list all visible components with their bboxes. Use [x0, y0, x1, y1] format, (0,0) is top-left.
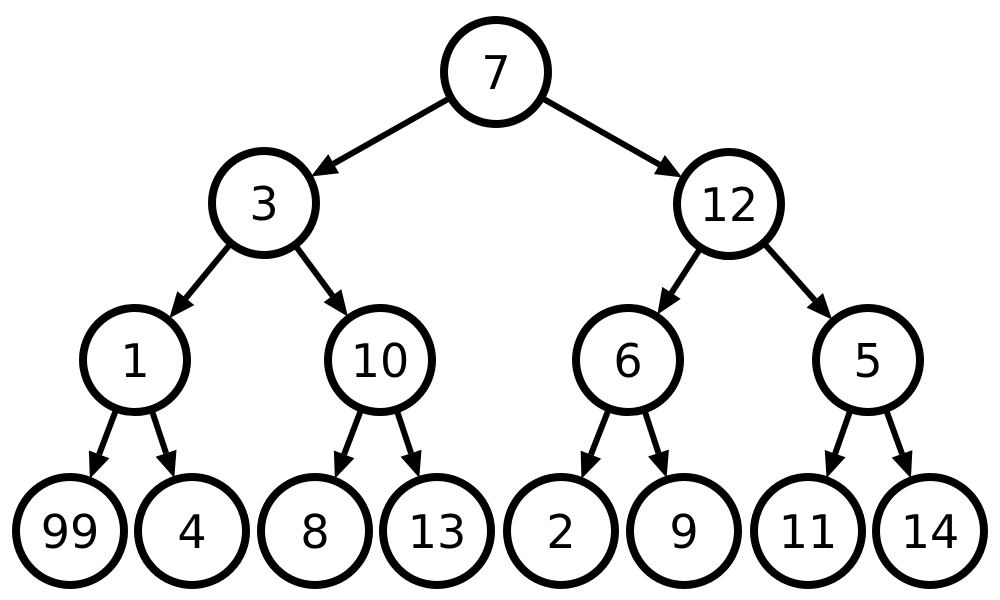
- arrowhead-icon-1-to-99: [88, 450, 110, 479]
- arrowhead-icon-7-to-12: [653, 155, 683, 178]
- node-label-13: 13: [408, 505, 467, 559]
- tree-node-4[interactable]: 4: [134, 473, 250, 589]
- node-label-6: 6: [613, 334, 642, 388]
- node-label-11: 11: [779, 505, 838, 559]
- tree-edge-5-to-14: [883, 409, 905, 455]
- tree-node-10[interactable]: 10: [324, 304, 436, 416]
- tree-edge-10-to-13: [394, 410, 414, 455]
- tree-node-13[interactable]: 13: [379, 473, 495, 589]
- arrowhead-icon-12-to-6: [657, 286, 681, 315]
- tree-node-9[interactable]: 9: [626, 473, 742, 589]
- node-circle-11: [750, 473, 866, 589]
- arrowhead-icon-5-to-14: [891, 450, 913, 479]
- tree-edge-1-to-99: [96, 409, 119, 456]
- arrowhead-icon-3-to-10: [323, 289, 348, 317]
- node-label-3: 3: [249, 177, 278, 231]
- tree-node-8[interactable]: 8: [257, 473, 373, 589]
- arrowhead-icon-10-to-13: [400, 449, 422, 478]
- node-circle-99: [12, 473, 128, 589]
- tree-node-3[interactable]: 3: [208, 147, 320, 259]
- node-circle-1: [79, 304, 191, 416]
- node-label-2: 2: [546, 505, 575, 559]
- tree-edge-6-to-9: [641, 410, 662, 455]
- node-circle-9: [626, 473, 742, 589]
- node-label-4: 4: [177, 505, 206, 559]
- node-circle-14: [872, 473, 988, 589]
- node-label-10: 10: [351, 334, 410, 388]
- tree-node-6[interactable]: 6: [572, 304, 684, 416]
- arrowhead-icon-3-to-1: [169, 291, 195, 319]
- node-circle-10: [324, 304, 436, 416]
- node-circle-7: [440, 16, 552, 128]
- node-label-5: 5: [853, 334, 882, 388]
- node-label-9: 9: [669, 505, 698, 559]
- node-circle-13: [379, 473, 495, 589]
- tree-node-1[interactable]: 1: [79, 304, 191, 416]
- node-label-1: 1: [120, 334, 149, 388]
- node-circle-6: [572, 304, 684, 416]
- arrowhead-icon-6-to-2: [580, 450, 602, 479]
- node-circle-4: [134, 473, 250, 589]
- arrowhead-icon-10-to-8: [333, 450, 355, 479]
- tree-node-7[interactable]: 7: [440, 16, 552, 128]
- node-layer: 7 3 12 1 10 6 5 99 4 8 13 2 9 11 14: [12, 16, 988, 589]
- node-label-12: 12: [700, 178, 759, 232]
- node-label-8: 8: [300, 505, 329, 559]
- arrowhead-icon-5-to-11: [824, 449, 846, 479]
- tree-edge-6-to-2: [588, 409, 612, 456]
- tree-edge-12-to-6: [668, 247, 703, 295]
- node-label-99: 99: [41, 505, 100, 559]
- tree-edge-7-to-12: [541, 96, 661, 168]
- node-circle-12: [673, 148, 785, 260]
- tree-edge-3-to-1: [183, 242, 233, 301]
- arrowhead-icon-1-to-4: [155, 449, 177, 478]
- arrowhead-icon-12-to-5: [806, 292, 833, 320]
- node-label-14: 14: [901, 505, 960, 559]
- node-circle-5: [812, 304, 924, 416]
- tree-node-12[interactable]: 12: [673, 148, 785, 260]
- tree-edge-12-to-5: [762, 242, 818, 303]
- node-circle-3: [208, 147, 320, 259]
- tree-edge-3-to-10: [293, 244, 335, 298]
- node-circle-8: [257, 473, 373, 589]
- tree-node-11[interactable]: 11: [750, 473, 866, 589]
- edge-layer: [88, 95, 913, 479]
- node-circle-2: [503, 473, 619, 589]
- arrowhead-icon-7-to-3: [311, 154, 340, 177]
- tree-edge-1-to-4: [149, 410, 169, 455]
- tree-edge-7-to-3: [332, 95, 451, 167]
- tree-node-5[interactable]: 5: [812, 304, 924, 416]
- tree-node-2[interactable]: 2: [503, 473, 619, 589]
- tree-node-14[interactable]: 14: [872, 473, 988, 589]
- node-label-7: 7: [481, 46, 510, 100]
- tree-edge-10-to-8: [341, 409, 364, 456]
- tree-edge-5-to-11: [832, 409, 853, 455]
- arrowhead-icon-6-to-9: [648, 449, 669, 478]
- tree-node-99[interactable]: 99: [12, 473, 128, 589]
